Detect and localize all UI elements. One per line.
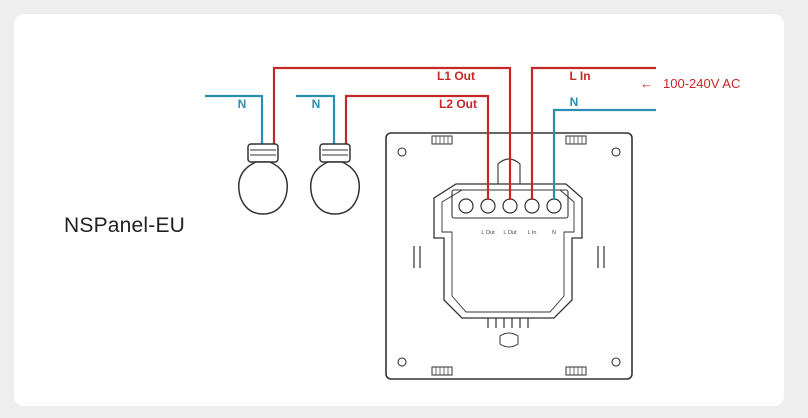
terminal-label-l2-out: L Out bbox=[503, 230, 517, 236]
diagram-card bbox=[14, 14, 784, 406]
terminal-label-n: N bbox=[552, 230, 556, 236]
n-supply-wire bbox=[552, 108, 656, 200]
supply-arrow-icon: ← bbox=[640, 76, 653, 91]
terminal-label-l-in: L In bbox=[528, 230, 537, 236]
label-l1-out: L1 Out bbox=[437, 69, 475, 83]
lamp-1-neutral-wire bbox=[205, 94, 264, 144]
lamp-2-neutral-wire bbox=[296, 94, 336, 144]
label-l-in: L In bbox=[569, 69, 590, 83]
l2-out-wire bbox=[344, 94, 490, 200]
supply-voltage-label: 100-240V AC bbox=[663, 76, 740, 91]
device-title: NSPanel-EU bbox=[64, 214, 186, 237]
l1-out-wire bbox=[272, 66, 512, 200]
label-n-lamp-1: N bbox=[238, 97, 247, 111]
label-n-lamp-2: N bbox=[312, 97, 321, 111]
lamp-1-icon bbox=[238, 143, 288, 215]
label-l2-out: L2 Out bbox=[439, 97, 477, 111]
label-n-supply: N bbox=[570, 95, 579, 109]
l-in-wire bbox=[530, 66, 656, 200]
terminal-screws bbox=[458, 198, 562, 214]
terminal-label-l1-out: L Out bbox=[481, 230, 495, 236]
lamp-2-icon bbox=[310, 143, 360, 215]
